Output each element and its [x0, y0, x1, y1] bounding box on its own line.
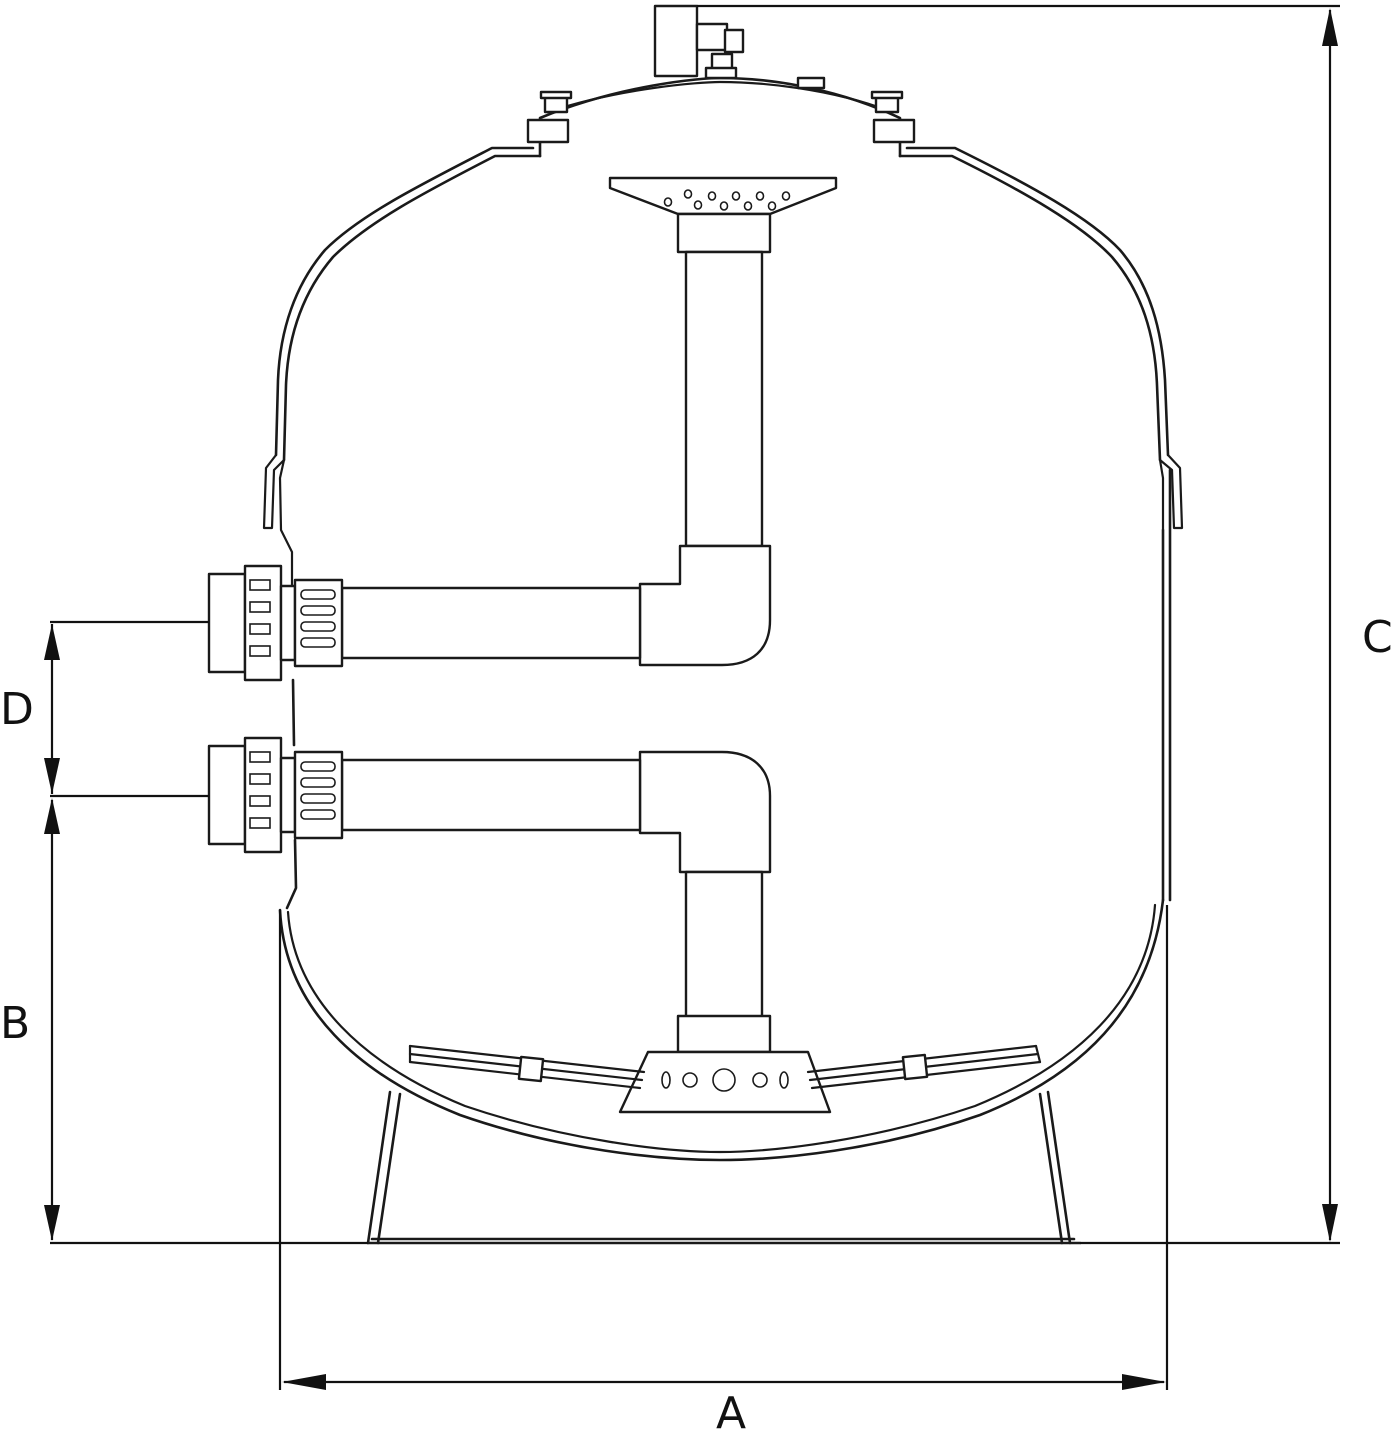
lower-outlet-pipe	[340, 750, 772, 1054]
upper-inlet-pipe	[340, 544, 772, 667]
dimension-label-d: D	[0, 684, 34, 735]
dimension-c	[697, 4, 1340, 1245]
lid-assembly	[526, 4, 916, 158]
upper-union-fitting	[207, 564, 344, 682]
lower-union-fitting	[207, 736, 344, 854]
base-stand	[366, 1090, 1082, 1245]
bottom-laterals	[408, 1044, 1042, 1114]
top-diffuser	[608, 176, 838, 548]
dimension-b	[44, 794, 368, 1245]
dimension-label-b: B	[0, 998, 30, 1049]
dimension-label-a: A	[716, 1388, 746, 1439]
dimension-a	[278, 905, 1169, 1390]
tank-body	[262, 146, 1184, 1162]
dimension-label-c: C	[1362, 612, 1393, 663]
dimension-d	[44, 620, 209, 794]
